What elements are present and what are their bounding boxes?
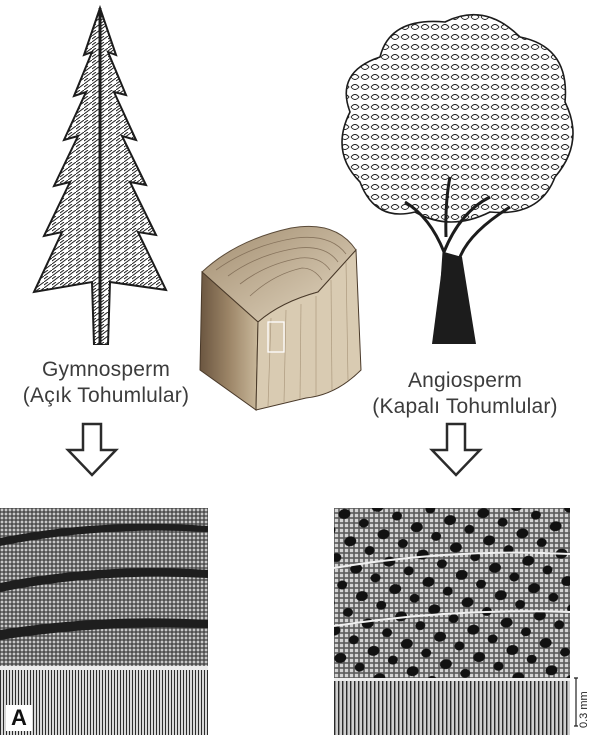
gymnosperm-micrograph-texture (0, 508, 208, 735)
conifer-tree-illustration (20, 0, 180, 345)
gymnosperm-subname: (Açık Tohumlular) (0, 383, 212, 409)
angiosperm-name: Angiosperm (345, 368, 585, 394)
gymnosperm-name: Gymnosperm (0, 357, 212, 383)
wood-block-cross-section (196, 210, 366, 425)
angiosperm-micrograph (334, 508, 570, 735)
gymnosperm-micrograph: A (0, 508, 208, 735)
arrow-down-right-icon (428, 422, 484, 478)
angiosperm-subname: (Kapalı Tohumlular) (345, 394, 585, 420)
gymnosperm-label: Gymnosperm (Açık Tohumlular) (0, 357, 212, 409)
arrow-down-left-icon (64, 422, 120, 478)
panel-letter: A (6, 705, 32, 731)
angiosperm-label: Angiosperm (Kapalı Tohumlular) (345, 368, 585, 420)
scale-bar-label: 0.3 mm (578, 691, 590, 728)
angiosperm-micrograph-texture (334, 508, 570, 735)
